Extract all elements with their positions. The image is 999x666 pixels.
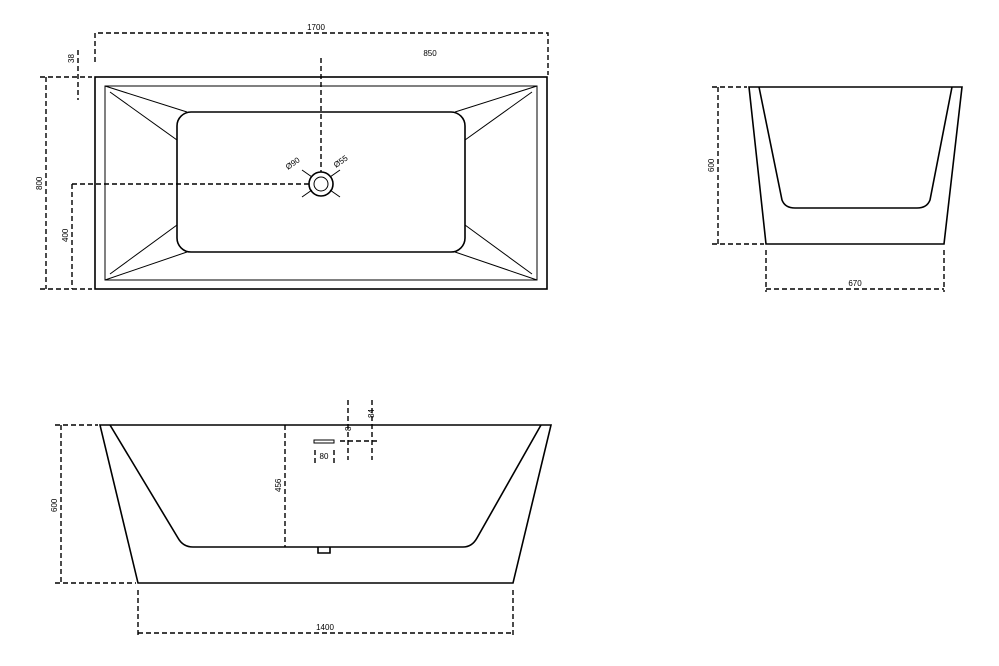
basin-floor xyxy=(176,111,466,253)
overflow-slot xyxy=(313,439,335,444)
dim-width: 800 xyxy=(35,176,44,190)
dim-end-height: 600 xyxy=(707,158,716,172)
dim-rim: 38 xyxy=(67,54,76,63)
end-outline xyxy=(748,86,963,245)
dim-inner-depth: 456 xyxy=(274,478,283,492)
dim-base-length: 1400 xyxy=(316,623,334,632)
side-inner xyxy=(109,424,542,548)
dim-half-width: 400 xyxy=(61,228,70,242)
end-view: 600 670 xyxy=(707,86,963,292)
dim-half-length: 850 xyxy=(423,49,437,58)
side-outline xyxy=(98,424,553,584)
dim-drain-inner: Ø55 xyxy=(332,153,350,169)
dim-length: 1700 xyxy=(307,23,325,32)
top-view: 1700 850 38 800 400 Ø90 Ø55 xyxy=(35,23,549,290)
dim-offset-a: 8 xyxy=(344,426,353,431)
drain-outer xyxy=(308,171,334,197)
side-view: 600 456 80 8 84 1400 xyxy=(50,400,553,636)
drain-inner xyxy=(313,176,329,192)
end-inner xyxy=(758,86,953,209)
drain-outlet xyxy=(317,547,331,554)
dim-drain-outer: Ø90 xyxy=(284,155,302,171)
dim-end-base-width: 670 xyxy=(848,279,862,288)
dim-overflow-width: 80 xyxy=(320,452,329,461)
dim-offset-b: 84 xyxy=(367,409,376,418)
dim-side-height: 600 xyxy=(50,498,59,512)
